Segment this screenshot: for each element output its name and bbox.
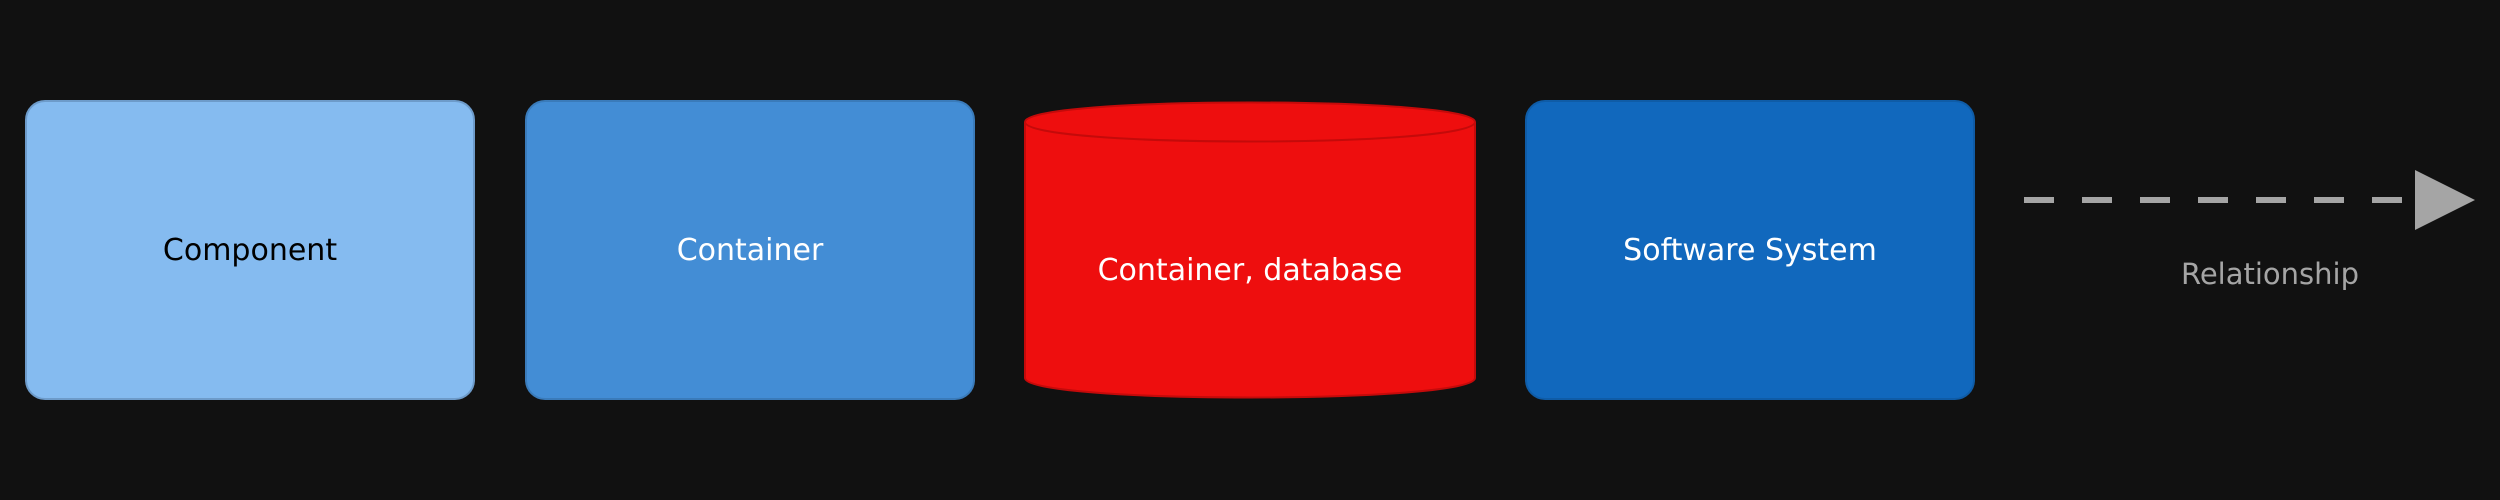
relationship-label: Relationship xyxy=(2180,257,2360,291)
database-cylinder: Container, database xyxy=(1023,98,1477,402)
component-label: Component xyxy=(162,232,338,268)
relationship-legend: Relationship xyxy=(2020,165,2500,305)
relationship-arrow xyxy=(2024,170,2475,230)
database-label: Container, database xyxy=(1097,252,1403,288)
software-system-label: Software System xyxy=(1623,232,1877,268)
component-box: Component xyxy=(25,100,475,400)
container-box: Container xyxy=(525,100,975,400)
database-cylinder-shape xyxy=(1024,101,1476,399)
software-system-box: Software System xyxy=(1525,100,1975,400)
container-label: Container xyxy=(676,232,824,268)
arrowhead-icon xyxy=(2415,170,2475,230)
